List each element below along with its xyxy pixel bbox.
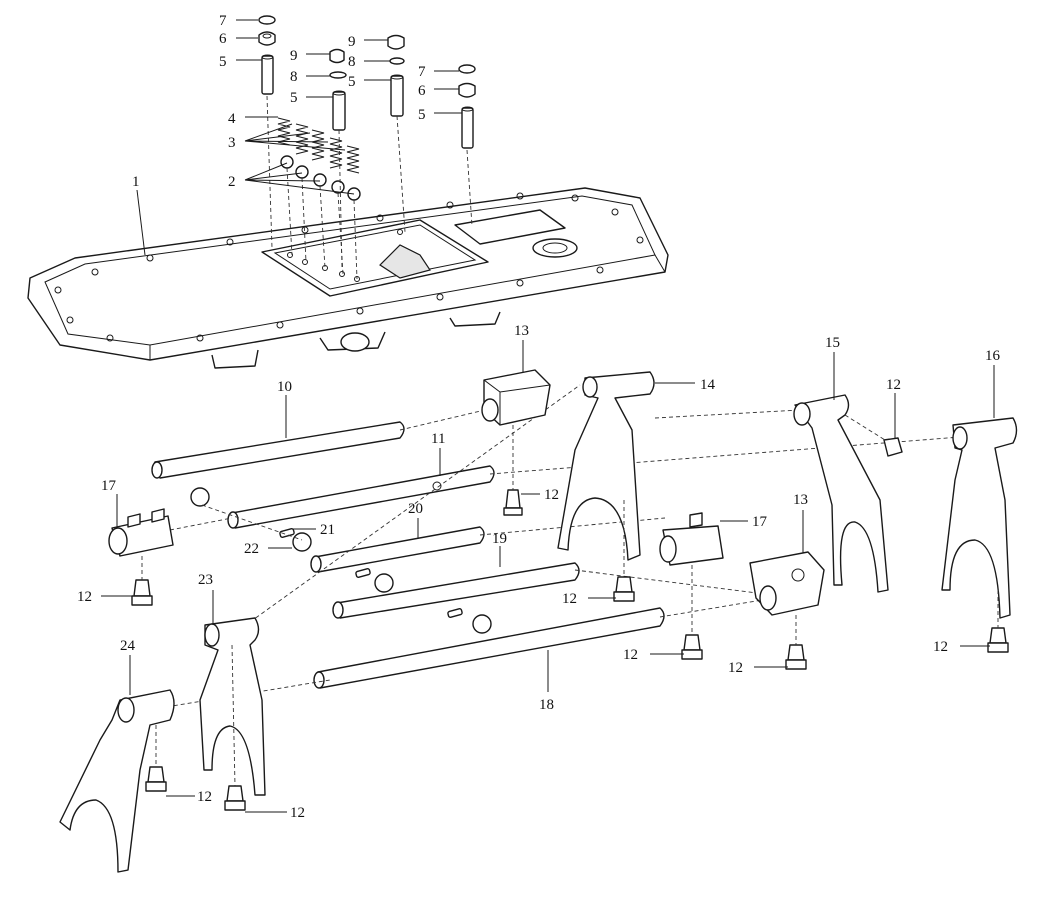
callout-17: 17 xyxy=(752,514,768,530)
callout-5: 5 xyxy=(348,74,356,90)
callout-15: 15 xyxy=(825,335,840,351)
callout-16: 16 xyxy=(985,348,1001,364)
callout-13: 13 xyxy=(793,492,808,508)
callout-5: 5 xyxy=(290,90,298,106)
callout-6: 6 xyxy=(219,31,227,47)
callout-12: 12 xyxy=(544,487,559,503)
callout-17: 17 xyxy=(101,478,117,494)
callout-19: 19 xyxy=(492,531,507,547)
callout-9: 9 xyxy=(348,34,356,50)
small-parts xyxy=(258,15,476,280)
callout-6: 6 xyxy=(418,83,426,99)
callout-21: 21 xyxy=(320,522,335,538)
callout-12: 12 xyxy=(623,647,638,663)
callout-18: 18 xyxy=(539,697,554,713)
callout-8: 8 xyxy=(290,69,298,85)
callout-4: 4 xyxy=(228,111,236,127)
callout-12: 12 xyxy=(562,591,577,607)
callout-2: 2 xyxy=(228,174,236,190)
callout-7: 7 xyxy=(418,64,426,80)
callout-3: 3 xyxy=(228,135,236,151)
shift-rails xyxy=(151,384,961,709)
callout-labels: 7 6 5 9 8 5 9 8 5 7 6 5 4 3 2 1 13 14 15… xyxy=(77,13,1001,821)
callout-12: 12 xyxy=(290,805,305,821)
callout-14: 14 xyxy=(700,377,716,393)
callout-24: 24 xyxy=(120,638,136,654)
cover-plate xyxy=(27,187,669,369)
callout-13: 13 xyxy=(514,323,529,339)
callout-5: 5 xyxy=(418,107,426,123)
callout-1: 1 xyxy=(132,174,140,190)
forks-and-blocks xyxy=(59,369,1018,873)
callout-12: 12 xyxy=(77,589,92,605)
callout-8: 8 xyxy=(348,54,356,70)
callout-7: 7 xyxy=(219,13,227,29)
callout-9: 9 xyxy=(290,48,298,64)
callout-23: 23 xyxy=(198,572,213,588)
callout-12: 12 xyxy=(886,377,901,393)
callout-5: 5 xyxy=(219,54,227,70)
callout-10: 10 xyxy=(277,379,292,395)
callout-12: 12 xyxy=(933,639,948,655)
callout-11: 11 xyxy=(431,431,445,447)
callout-22: 22 xyxy=(244,541,259,557)
callout-20: 20 xyxy=(408,501,423,517)
callout-12: 12 xyxy=(197,789,212,805)
leader-lines xyxy=(101,19,995,813)
callout-12: 12 xyxy=(728,660,743,676)
